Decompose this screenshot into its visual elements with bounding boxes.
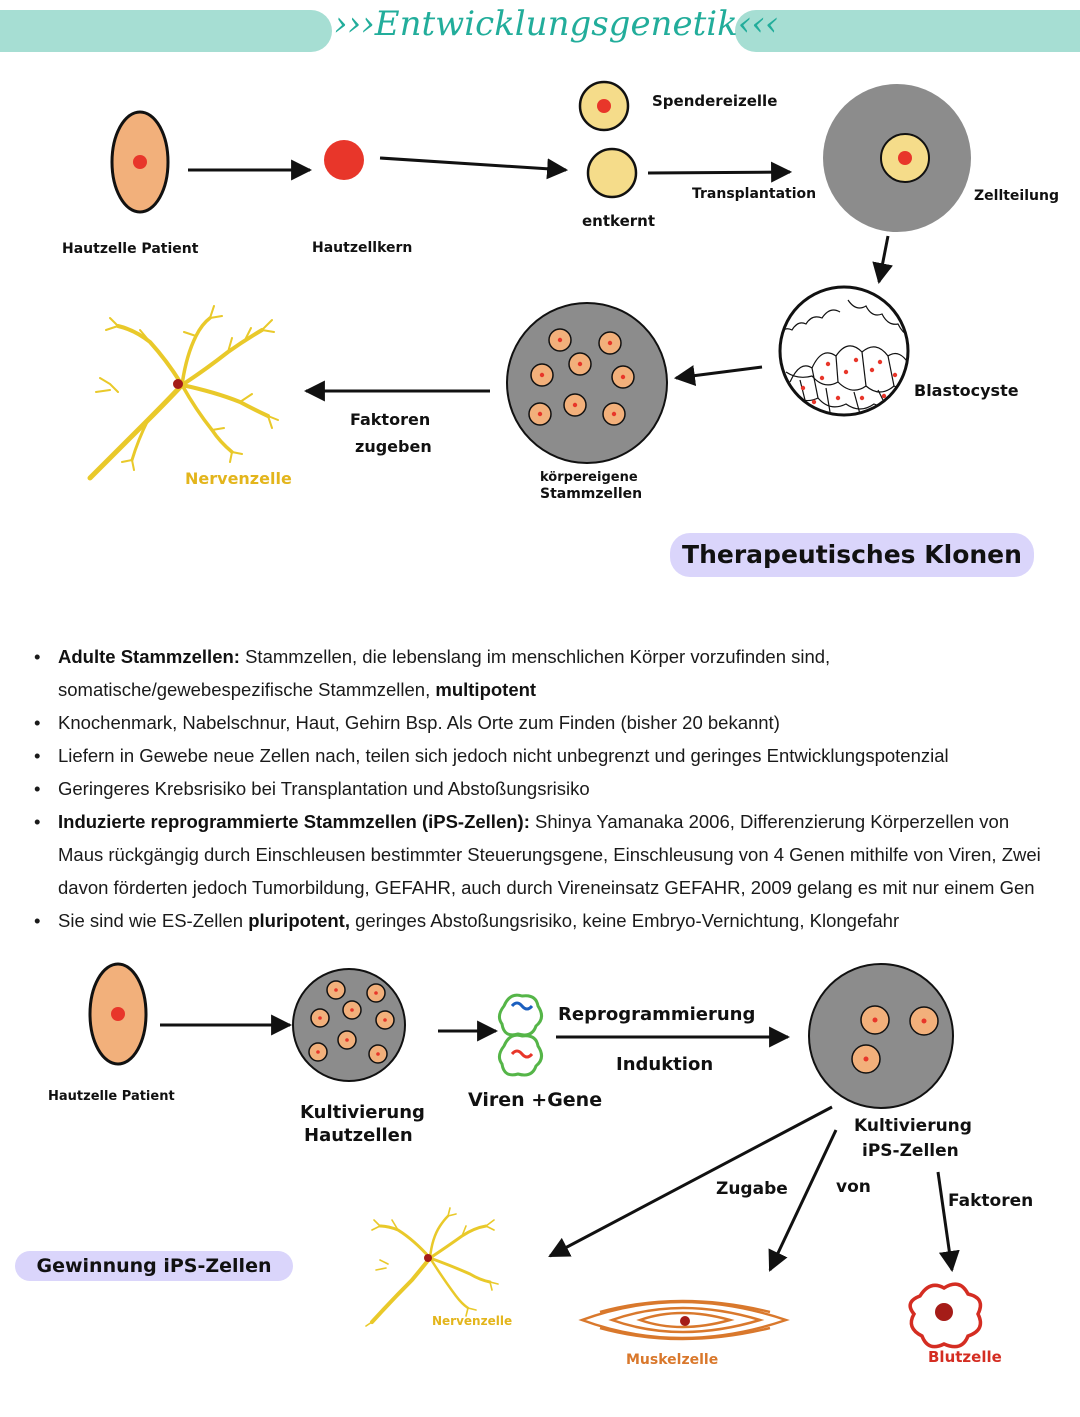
- label-cultivation-skin-line2: Hautzellen: [304, 1125, 413, 1146]
- label-addition: Zugabe: [716, 1179, 788, 1199]
- nerve-cell-1-nucleus: [173, 379, 183, 389]
- arrow-to-blastocyst: [872, 235, 893, 285]
- note-item: Geringeres Krebsrisiko bei Transplantati…: [34, 772, 1044, 805]
- header-banner-left: [0, 10, 332, 52]
- label-cultivation-skin-line1: Kultivierung: [300, 1102, 425, 1123]
- cultivated-skin-cells: [292, 968, 406, 1082]
- enucleated-egg-cell: [586, 147, 638, 199]
- label-viruses-genes: Viren +Gene: [468, 1089, 602, 1111]
- label-skin-cell-patient-1: Hautzelle Patient: [62, 241, 199, 257]
- label-induction: Induktion: [616, 1054, 713, 1075]
- virus-red: [497, 1033, 543, 1077]
- arrow-blastocyst-to-stemcells: [673, 365, 763, 387]
- note-text: Sie sind wie ES-Zellen: [58, 910, 249, 931]
- nerve-cell-1: [87, 305, 279, 481]
- label-cultivation-ips-line1: Kultivierung: [854, 1116, 972, 1136]
- label-nerve-cell-2: Nervenzelle: [432, 1314, 512, 1328]
- fused-egg-cell: [823, 84, 971, 232]
- note-text: Shinya Yamanaka 2006, Differenzierung Kö…: [58, 811, 1041, 898]
- caption-therapeutic-cloning: Therapeutisches Klonen: [670, 533, 1034, 577]
- arrow-ips-to-blood: [936, 1171, 960, 1273]
- label-donor-egg: Spendereizelle: [652, 92, 777, 110]
- label-nerve-cell-1: Nervenzelle: [185, 469, 292, 488]
- label-add-factors-line1: Faktoren: [350, 410, 430, 429]
- label-add-factors-line2: zugeben: [355, 437, 432, 456]
- muscle-cell-nucleus: [680, 1316, 690, 1326]
- note-text: Liefern in Gewebe neue Zellen nach, teil…: [58, 745, 949, 766]
- arrow-transplantation: [647, 161, 793, 183]
- arrow-ips-to-nerve: [548, 1105, 833, 1258]
- notes-list: Adulte Stammzellen: Stammzellen, die leb…: [34, 640, 1044, 937]
- label-muscle-cell: Muskelzelle: [626, 1352, 718, 1368]
- stem-cells-cluster: [506, 302, 668, 464]
- label-stem-cells-line2: Stammzellen: [540, 486, 642, 502]
- muscle-cell: [578, 1299, 790, 1341]
- note-text: Geringeres Krebsrisiko bei Transplantati…: [58, 778, 590, 799]
- nerve-cell-2-nucleus: [424, 1254, 432, 1262]
- skin-cell-patient-1: [110, 110, 170, 214]
- note-item: Adulte Stammzellen: Stammzellen, die leb…: [34, 640, 1044, 706]
- note-item: Induzierte reprogrammierte Stammzellen (…: [34, 805, 1044, 904]
- label-transplantation: Transplantation: [692, 186, 816, 202]
- donor-egg-cell: [578, 80, 630, 132]
- label-blood-cell: Blutzelle: [928, 1348, 1002, 1366]
- note-item: Liefern in Gewebe neue Zellen nach, teil…: [34, 739, 1044, 772]
- note-item: Sie sind wie ES-Zellen pluripotent, geri…: [34, 904, 1044, 937]
- label-factors: Faktoren: [948, 1191, 1033, 1211]
- label-enucleated: entkernt: [582, 212, 655, 230]
- note-term: Induzierte reprogrammierte Stammzellen (…: [58, 811, 530, 832]
- note-text-after: geringes Abstoßungsrisiko, keine Embryo-…: [349, 910, 900, 931]
- label-cultivation-ips-line2: iPS-Zellen: [862, 1141, 959, 1161]
- arrow-ips-to-muscle: [768, 1129, 838, 1272]
- label-skin-cell-patient-2: Hautzelle Patient: [48, 1089, 175, 1104]
- label-skin-nucleus: Hautzellkern: [312, 240, 412, 256]
- page-title: ›››Entwicklungsgenetik‹‹‹: [334, 4, 779, 44]
- skin-cell-patient-2: [88, 962, 148, 1066]
- label-stem-cells-line1: körpereigene: [540, 470, 638, 485]
- ips-cells: [808, 963, 954, 1109]
- note-term: Adulte Stammzellen:: [58, 646, 240, 667]
- note-text: Stammzellen, die lebenslang im menschlic…: [58, 646, 831, 700]
- note-keyword: pluripotent,: [248, 910, 350, 931]
- nerve-cell-2: [365, 1207, 499, 1327]
- label-cell-division: Zellteilung: [974, 188, 1059, 204]
- note-text: Knochenmark, Nabelschnur, Haut, Gehirn B…: [58, 712, 780, 733]
- arrow-nucleus-to-egg: [379, 156, 569, 180]
- note-keyword: multipotent: [435, 679, 537, 700]
- blood-cell: [908, 1282, 983, 1349]
- header-banner-right: [735, 10, 1080, 52]
- virus-blue: [497, 993, 543, 1037]
- skin-nucleus: [324, 140, 364, 180]
- caption-ips-production: Gewinnung iPS-Zellen: [15, 1251, 293, 1281]
- note-item: Knochenmark, Nabelschnur, Haut, Gehirn B…: [34, 706, 1044, 739]
- label-blastocyst: Blastocyste: [914, 381, 1019, 400]
- label-reprogramming: Reprogrammierung: [558, 1004, 755, 1025]
- label-of: von: [836, 1177, 871, 1197]
- blastocyst: [778, 285, 910, 417]
